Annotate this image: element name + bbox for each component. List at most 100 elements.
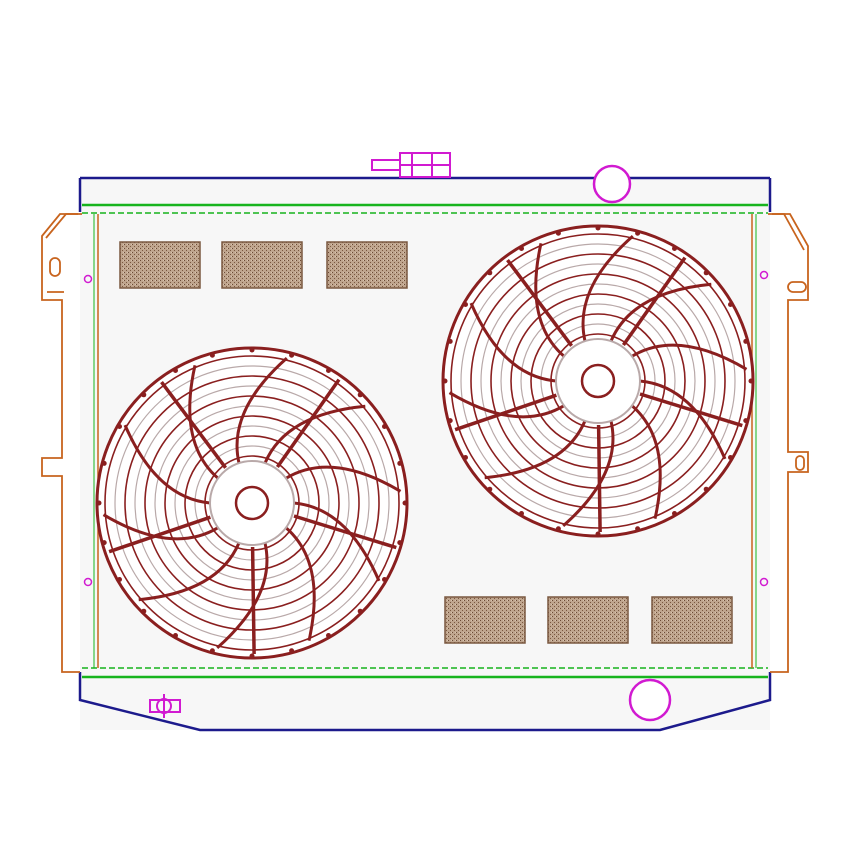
right-fan-rim-bolt	[703, 270, 709, 276]
right-fan-spoke	[454, 393, 557, 432]
right-fan-rim-bolt	[447, 338, 453, 344]
right-fan-rim-bolt	[595, 531, 601, 537]
left-fan-blade	[235, 356, 288, 464]
upper-hose-port	[592, 164, 632, 204]
top-labels	[119, 241, 408, 289]
left-fan-blade	[123, 424, 211, 505]
left-fan-rim-bolt	[96, 500, 102, 506]
left-cooling-fan	[95, 346, 409, 660]
bottom-labels	[444, 596, 733, 644]
left-fan-rim-bolt	[173, 368, 178, 373]
left-fan-grill-ring	[104, 355, 400, 651]
right-fan-spoke	[506, 259, 574, 347]
right-fan-rim-bolt	[555, 230, 561, 236]
left-fan-rim-bolt	[101, 540, 107, 546]
right-fan-blade	[448, 391, 565, 419]
right-fan-rim-bolt	[519, 511, 524, 516]
left-fan-blade	[293, 501, 381, 582]
right-fan-rim-bolt	[743, 338, 749, 344]
left-fan-spoke	[250, 546, 256, 655]
left-fan-rim-bolt	[397, 540, 403, 546]
left-fan-blade	[285, 526, 316, 642]
right-fan-rim-bolt	[672, 246, 677, 251]
left-fan-blade	[285, 465, 402, 493]
left-fan-rim-bolt	[357, 608, 363, 614]
top-label-1	[119, 241, 201, 289]
left-fan-blade	[216, 542, 269, 650]
left-fan-rim-bolt	[141, 392, 147, 398]
right-fan-rim-bolt	[635, 230, 641, 236]
right-fan-blade	[469, 302, 557, 383]
right-fan-blade	[631, 404, 662, 520]
left-fan-rim-bolt	[249, 347, 255, 353]
right-fan-spoke	[639, 392, 743, 428]
left-fan-grill-ring	[114, 365, 390, 641]
right-fan-rim-bolt	[487, 486, 493, 492]
left-fan-rim-bolt	[289, 352, 295, 358]
right-fan-grill-ring	[470, 253, 726, 509]
right-fan-blade	[484, 420, 587, 480]
filler-neck-fitting	[371, 152, 451, 178]
right-fan-blade	[562, 420, 615, 528]
right-fan-rim-bolt	[635, 526, 641, 532]
right-fan-rim-bolt	[555, 526, 561, 532]
left-fan-rim-bolt	[117, 424, 122, 429]
left-fan-rim-bolt	[402, 500, 408, 506]
left-fan-rim-bolt	[101, 460, 107, 466]
right-fan-rim-bolt	[463, 455, 468, 460]
right-fan-blade	[534, 242, 565, 358]
left-mounting-bracket	[41, 213, 82, 673]
right-fan-grill-ring	[450, 233, 746, 529]
right-fan-rim-bolt	[519, 246, 524, 251]
right-fan-motor	[580, 363, 616, 399]
bottom-label-1	[444, 596, 526, 644]
left-fan-spoke	[108, 515, 211, 554]
right-mounting-bracket	[768, 213, 809, 673]
right-fan-rim-bolt	[447, 418, 453, 424]
lower-hose-port	[628, 678, 672, 722]
right-fan-rim-bolt	[672, 511, 677, 516]
right-fan-rim-bolt	[728, 302, 733, 307]
mounting-pins	[83, 270, 769, 587]
left-fan-rim-bolt	[397, 460, 403, 466]
right-fan-rim-bolt	[743, 418, 749, 424]
drain-petcock	[149, 694, 181, 718]
left-fan-rim-bolt	[209, 352, 215, 358]
bottom-tank	[78, 667, 772, 732]
bottom-label-2	[547, 596, 629, 644]
left-fan-motor	[234, 485, 270, 521]
left-fan-blade	[188, 364, 219, 480]
bottom-label-3	[651, 596, 733, 644]
left-fan-rim-bolt	[382, 577, 387, 582]
right-fan-blade	[639, 379, 727, 460]
right-fan-rim-bolt	[595, 225, 601, 231]
left-fan-blade	[138, 542, 241, 602]
left-fan-rim-bolt	[326, 368, 331, 373]
right-fan-spoke	[596, 424, 602, 533]
left-fan-spoke	[293, 514, 397, 550]
right-fan-rim-bolt	[463, 302, 468, 307]
left-fan-rim-bolt	[249, 653, 255, 659]
left-fan-blade	[102, 513, 219, 541]
right-fan-spoke	[621, 256, 687, 347]
right-fan-rim-bolt	[728, 455, 733, 460]
left-fan-rim-bolt	[141, 608, 147, 614]
right-fan-rim-bolt	[487, 270, 493, 276]
right-fan-blade	[631, 343, 748, 371]
right-fan-rim-bolt	[442, 378, 448, 384]
left-fan-spoke	[160, 381, 228, 469]
left-fan-rim-bolt	[382, 424, 387, 429]
right-fan-blade	[581, 234, 634, 342]
left-fan-rim-bolt	[289, 648, 295, 654]
right-fan-rim-bolt	[703, 486, 709, 492]
top-label-2	[221, 241, 303, 289]
left-fan-spoke	[275, 378, 341, 469]
left-fan-rim-bolt	[209, 648, 215, 654]
right-fan-rim-bolt	[748, 378, 754, 384]
right-fan-blade	[609, 282, 712, 342]
core-side-rails	[93, 214, 757, 668]
right-fan-grill-ring	[460, 243, 736, 519]
right-cooling-fan	[441, 224, 755, 538]
